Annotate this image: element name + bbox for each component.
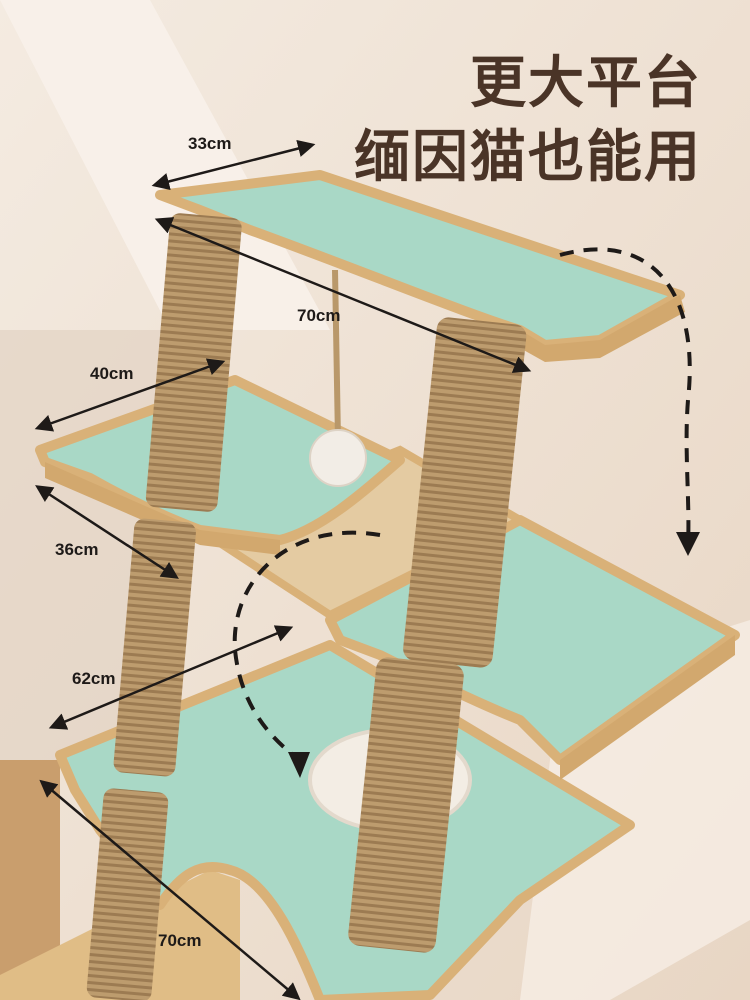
label-middle-platform-width: 40cm — [90, 364, 134, 383]
headline-line2: 缅因猫也能用 — [354, 125, 702, 190]
label-lower-platform-width: 62cm — [72, 669, 116, 688]
label-bottom-platform-length: 70cm — [158, 931, 202, 950]
rotation-arrow-lower-head-icon — [288, 752, 310, 778]
headline-line1: 更大平台 — [470, 51, 702, 116]
dimension-arrow-middle-depth — [35, 485, 179, 579]
rotation-arrow-upper-head-icon — [676, 532, 700, 556]
label-top-platform-width: 33cm — [188, 134, 232, 153]
middle-right-platform-front-edge — [560, 635, 735, 780]
dimension-arrow-top-length — [154, 217, 532, 373]
top-platform-front-edge — [520, 295, 685, 362]
rotation-arrow-upper-icon — [559, 247, 692, 546]
toy-rope — [332, 269, 341, 441]
dimension-arrow-bottom-length — [39, 779, 301, 1000]
toy-ball — [309, 429, 367, 487]
dimension-arrow-middle-width — [34, 358, 226, 432]
dimension-arrow-lower-width — [48, 625, 294, 730]
sisal-post-lower-right — [348, 657, 464, 953]
label-top-platform-length: 70cm — [297, 306, 341, 325]
sisal-post-top-right — [403, 317, 527, 668]
middle-left-platform-front-edge — [45, 462, 280, 555]
label-middle-platform-depth: 36cm — [55, 540, 99, 559]
dimension-arrow-top-width — [151, 139, 316, 191]
